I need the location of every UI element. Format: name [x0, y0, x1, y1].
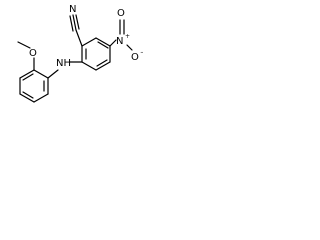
nitrile-triple-bond	[72, 14, 77, 31]
main-ring-bond	[95, 37, 111, 47]
lower-ring-double-bond	[22, 91, 34, 99]
nitrile-group: N	[68, 2, 83, 47]
nitrile-single-bond	[75, 29, 83, 47]
nitro-group: O N + O −	[109, 8, 143, 63]
lower-ring-bond	[33, 93, 49, 103]
chemical-structure: N O N + O − NH O	[17, 2, 143, 103]
amine-nh-label: NH	[56, 58, 71, 69]
main-ring	[81, 37, 111, 71]
amine-n-c-bond	[47, 69, 59, 79]
amine-group: NH	[47, 58, 83, 79]
nitro-o-top-label: O	[117, 8, 125, 19]
main-ring-bond	[81, 61, 97, 71]
main-ring-bond	[81, 37, 97, 47]
main-ring-double-bond	[97, 41, 109, 49]
nitro-c-n-bond	[109, 39, 117, 47]
nitrile-n-label: N	[69, 4, 76, 15]
nitro-n-label: N	[116, 36, 123, 47]
lower-ring-bond	[33, 69, 49, 79]
main-ring-double-bond	[96, 59, 108, 67]
nitro-n-charge: +	[125, 33, 130, 40]
nitrile-triple-bond	[75, 14, 80, 30]
nitrile-triple-bond	[69, 15, 74, 32]
nitro-o-charge: −	[140, 49, 143, 56]
lower-ring-bond	[19, 69, 35, 79]
nitro-n-o-bond	[126, 44, 133, 51]
nitro-o-bottom-label: O	[131, 52, 139, 63]
lower-ring-bond	[19, 93, 35, 103]
methoxy-o-label: O	[29, 48, 37, 59]
lower-ring-double-bond	[22, 73, 34, 81]
methoxy-group: O	[17, 41, 37, 71]
methoxy-o-ch3-bond	[17, 41, 31, 49]
nitrile-n-label-bg	[68, 2, 78, 14]
lower-ring	[19, 69, 49, 103]
main-ring-bond	[95, 61, 111, 71]
